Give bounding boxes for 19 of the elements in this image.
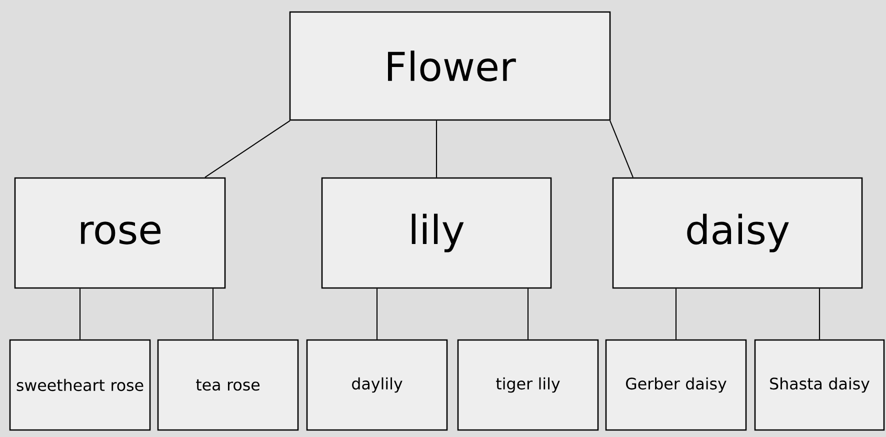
category-box: daisy bbox=[612, 177, 863, 289]
leaf-box: Shasta daisy bbox=[754, 339, 885, 431]
leaf-box: tiger lily bbox=[457, 339, 599, 431]
category-box: rose bbox=[14, 177, 226, 289]
leaf-box: Gerber daisy bbox=[605, 339, 747, 431]
connector-line bbox=[818, 288, 820, 340]
connector-line bbox=[376, 288, 378, 340]
connector-line bbox=[610, 120, 634, 178]
connector-line bbox=[675, 288, 677, 340]
connector-line bbox=[204, 120, 290, 178]
connector-line bbox=[527, 288, 529, 340]
connector-line bbox=[79, 288, 81, 340]
connector-line bbox=[436, 120, 438, 178]
connector-line bbox=[212, 288, 214, 340]
category-box: lily bbox=[321, 177, 552, 289]
leaf-box: sweetheart rose bbox=[9, 339, 151, 431]
leaf-box: daylily bbox=[306, 339, 448, 431]
root-box: Flower bbox=[289, 11, 611, 121]
leaf-box: tea rose bbox=[157, 339, 299, 431]
